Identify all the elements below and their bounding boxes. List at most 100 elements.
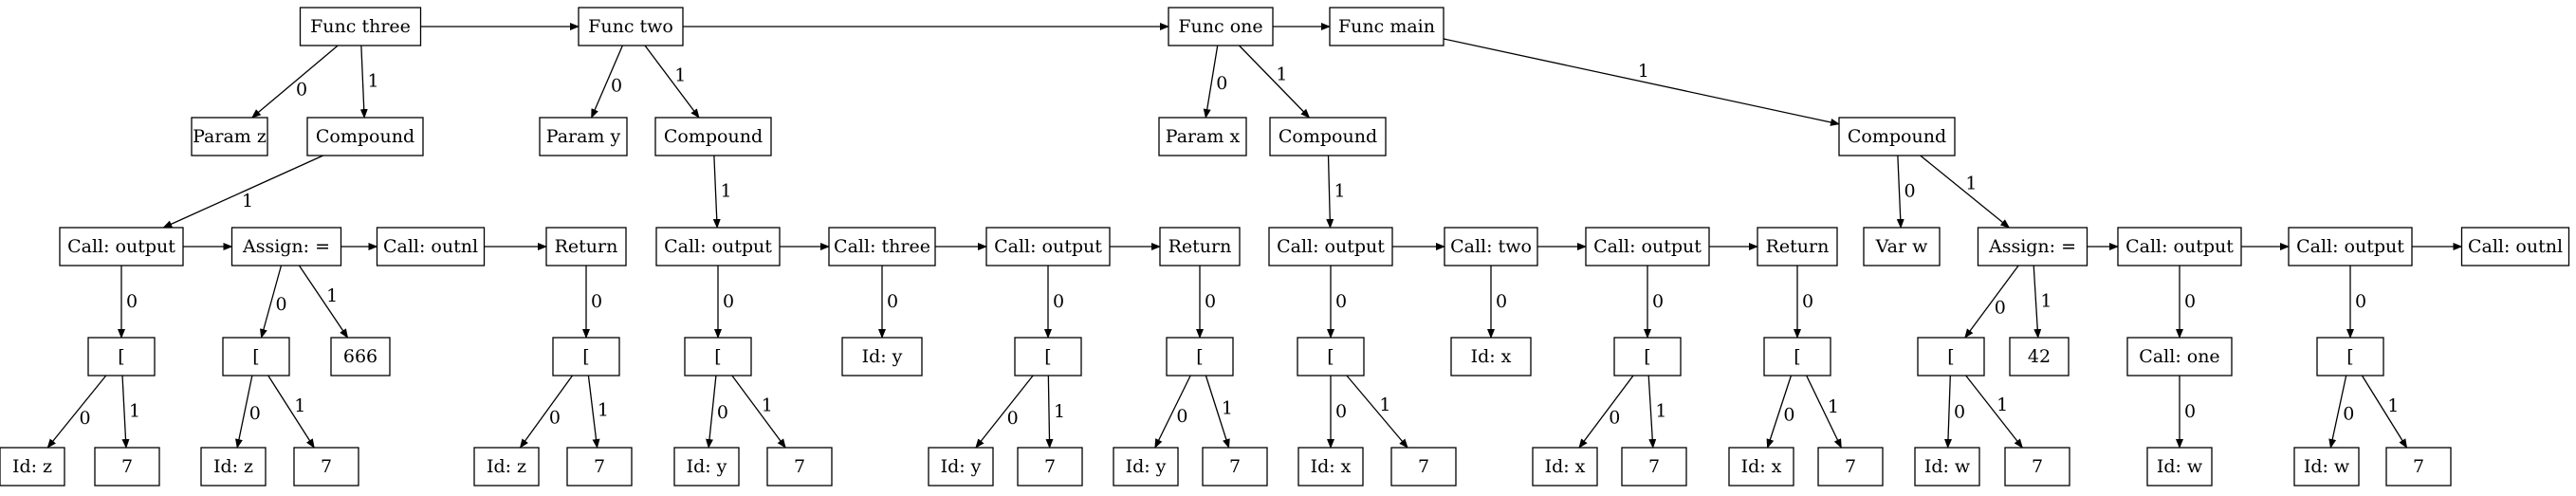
node-box bbox=[330, 337, 391, 377]
node-label: Call: output bbox=[67, 236, 175, 257]
node-node: [ bbox=[1014, 337, 1082, 377]
edge-label: 0 bbox=[2355, 291, 2366, 312]
node-box bbox=[1269, 117, 1387, 156]
edge-label: 0 bbox=[1904, 181, 1915, 202]
node-id-z: Id: z bbox=[0, 447, 65, 487]
node-box bbox=[766, 447, 833, 487]
node-label: 7 bbox=[1044, 456, 1056, 477]
node-label: 7 bbox=[1418, 456, 1429, 477]
node-label: Id: z bbox=[487, 456, 526, 477]
node-label: 7 bbox=[1229, 456, 1241, 477]
edge-label: 1 bbox=[598, 400, 609, 421]
edge: 1 bbox=[359, 45, 379, 119]
node-box bbox=[306, 117, 424, 156]
edge-arrow bbox=[706, 375, 717, 449]
edge-arrow bbox=[1205, 375, 1230, 449]
edge-arrow bbox=[1920, 155, 2011, 229]
node-box bbox=[59, 227, 184, 266]
edge-arrow bbox=[1239, 45, 1311, 119]
edge: 1 bbox=[644, 45, 700, 119]
edge-arrow bbox=[251, 45, 339, 119]
node-call-one: Call: one bbox=[2126, 337, 2233, 377]
node-label: Call: output bbox=[2296, 236, 2404, 257]
edge: 1 bbox=[121, 375, 140, 449]
edge: 1 bbox=[267, 375, 315, 449]
node-call-output: Call: output bbox=[1268, 227, 1393, 266]
edge-label: 0 bbox=[1954, 401, 1965, 422]
node-7: 7 bbox=[1390, 447, 1457, 487]
node-box bbox=[2316, 337, 2384, 377]
node-label: 7 bbox=[594, 456, 605, 477]
edge: 0 bbox=[1327, 376, 1347, 449]
node-label: 7 bbox=[321, 456, 332, 477]
edge-arrow bbox=[712, 155, 721, 229]
edge: 0 bbox=[1578, 375, 1634, 449]
node-label: [ bbox=[2346, 346, 2353, 367]
node-box bbox=[1613, 337, 1682, 377]
node-box bbox=[1444, 227, 1538, 266]
edge-label: 0 bbox=[296, 79, 307, 100]
edge: 1 bbox=[1326, 155, 1346, 229]
node-id-x: Id: x bbox=[1450, 337, 1532, 377]
node-box bbox=[1158, 117, 1247, 156]
edge: 1 bbox=[1239, 45, 1311, 119]
node-node: [ bbox=[1917, 337, 1985, 377]
node-label: [ bbox=[1044, 346, 1051, 367]
node-box bbox=[1297, 337, 1365, 377]
edge-label: 0 bbox=[1802, 291, 1813, 312]
edge: 1 bbox=[1965, 375, 2023, 449]
edge-label: 0 bbox=[1995, 298, 2006, 319]
node-box bbox=[1838, 117, 1956, 156]
node-id-y: Id: y bbox=[928, 447, 994, 487]
node-label: 7 bbox=[2032, 456, 2043, 477]
edge: 0 bbox=[975, 375, 1034, 449]
edge: 0 bbox=[251, 45, 339, 119]
node-label: Func two bbox=[588, 16, 673, 37]
edge-arrow bbox=[2361, 375, 2408, 449]
edge: 0 bbox=[706, 375, 728, 449]
node-42: 42 bbox=[2009, 337, 2070, 377]
edge: 0 bbox=[1203, 45, 1227, 119]
node-label: Id: y bbox=[862, 346, 903, 367]
edge: 0 bbox=[1944, 375, 1965, 449]
edge: 1 bbox=[1443, 38, 1840, 126]
node-id-z: Id: z bbox=[200, 447, 267, 487]
node-call-output: Call: output bbox=[59, 227, 184, 266]
edge: 1 bbox=[1045, 375, 1065, 449]
edge-arrow bbox=[644, 45, 700, 119]
node-box bbox=[684, 337, 752, 377]
node-box bbox=[1532, 447, 1598, 487]
node-box bbox=[2293, 447, 2360, 487]
edge-label: 1 bbox=[1965, 173, 1977, 193]
edge: 1 bbox=[1346, 375, 1408, 449]
edge-label: 1 bbox=[1638, 61, 1649, 82]
edge-label: 0 bbox=[1335, 401, 1347, 422]
edge-label: 0 bbox=[2184, 401, 2196, 422]
node-label: Call: three bbox=[834, 236, 930, 257]
edge-label: 1 bbox=[1054, 401, 1065, 422]
edge-label: 1 bbox=[2040, 290, 2052, 311]
edge: 0 bbox=[1327, 266, 1347, 339]
node-node: [ bbox=[87, 337, 156, 377]
node-label: Assign: = bbox=[242, 236, 330, 257]
node-id-w: Id: w bbox=[1914, 447, 1980, 487]
node-node: [ bbox=[684, 337, 752, 377]
edge-arrow bbox=[1965, 375, 2023, 449]
node-box bbox=[1917, 337, 1985, 377]
node-call-outnl: Call: outnl bbox=[2460, 227, 2570, 266]
edge-arrow bbox=[1326, 155, 1334, 229]
node-label: [ bbox=[582, 346, 589, 367]
node-id-y: Id: y bbox=[841, 337, 923, 377]
node-label: Id: z bbox=[213, 456, 253, 477]
node-label: Id: z bbox=[12, 456, 52, 477]
edge-arrow bbox=[2328, 375, 2347, 449]
node-box bbox=[1585, 227, 1710, 266]
node-func-main: Func main bbox=[1329, 7, 1444, 46]
node-call-output: Call: output bbox=[985, 227, 1111, 266]
node-box bbox=[1450, 337, 1532, 377]
edge: 0 bbox=[582, 266, 602, 339]
node-id-w: Id: w bbox=[2293, 447, 2360, 487]
node-call-two: Call: two bbox=[1444, 227, 1538, 266]
edge-arrow bbox=[1045, 375, 1054, 449]
edge: 0 bbox=[1964, 265, 2019, 339]
